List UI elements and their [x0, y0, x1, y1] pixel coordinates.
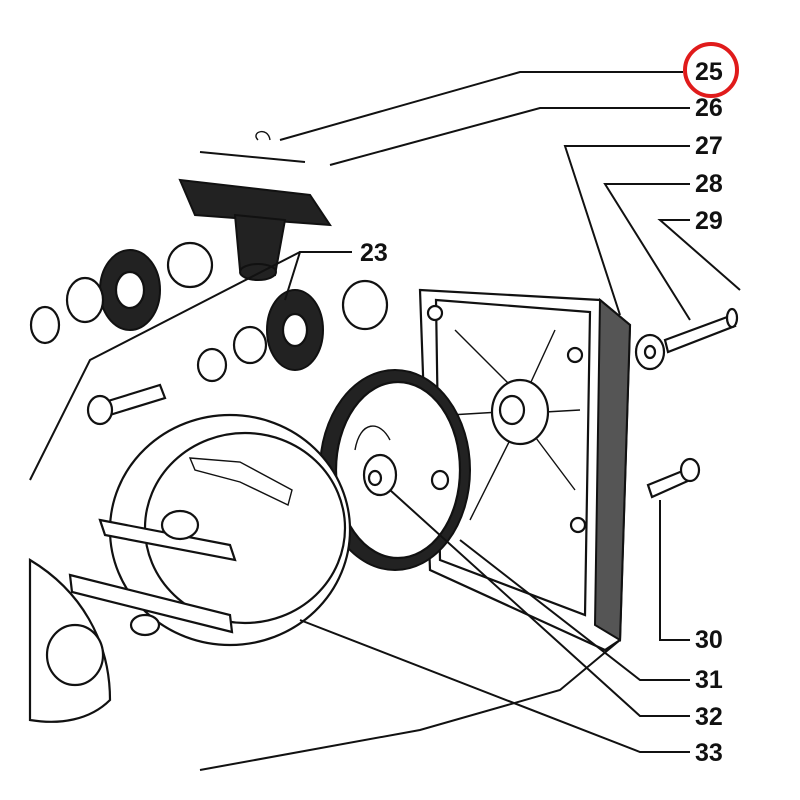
callout-label-30[interactable]: 30 [695, 626, 723, 654]
callout-label-32[interactable]: 32 [695, 703, 723, 731]
callout-label-29[interactable]: 29 [695, 207, 723, 235]
callout-label-25: 25 [695, 58, 723, 86]
rewind-spring [319, 369, 471, 571]
callout-label-31[interactable]: 31 [695, 666, 723, 694]
starter-housing [418, 288, 632, 652]
callout-label-26[interactable]: 26 [695, 94, 723, 122]
callout-label-28[interactable]: 28 [695, 170, 723, 198]
callout-label-23[interactable]: 23 [360, 239, 388, 267]
leader-lines [29, 71, 741, 771]
highlight-circle [683, 42, 739, 98]
pawl-plate [68, 509, 237, 637]
screw-30 [646, 457, 701, 499]
rope-pulley [108, 413, 352, 647]
callout-25[interactable]: 25 [683, 42, 739, 98]
callout-label-33[interactable]: 33 [695, 739, 723, 767]
bolt-28 [634, 307, 739, 371]
callout-label-27[interactable]: 27 [695, 132, 723, 160]
starter-handle [178, 131, 332, 281]
roller-assembly [29, 241, 389, 426]
flywheel-partial [28, 558, 112, 723]
